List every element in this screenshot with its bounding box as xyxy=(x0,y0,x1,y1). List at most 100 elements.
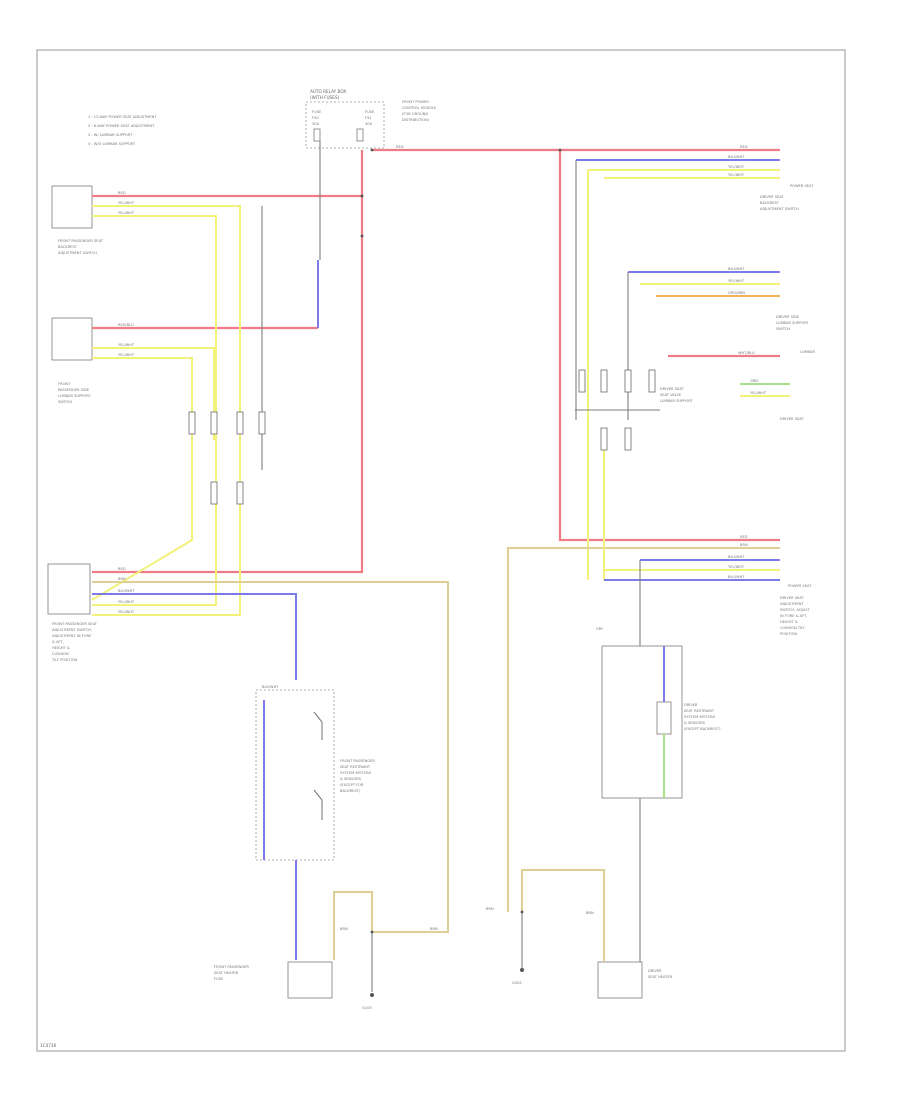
wire-red-main-left-vertical xyxy=(92,150,364,574)
heater-right: DRIVER SEAT HEATER xyxy=(597,961,673,999)
conn-right-1 xyxy=(578,369,586,393)
pass-seat-switch-l3: SWITCH, ADJUST xyxy=(780,608,811,612)
fuse-left xyxy=(313,128,321,142)
heater-right-l2: SEAT HEATER xyxy=(648,975,673,979)
wire-yellow-lumbar-1 xyxy=(92,347,215,440)
fuse-right-l1: FUSE xyxy=(365,110,375,114)
backrest-switch-left-l3: ADJUSTMENT SWITCH xyxy=(58,251,97,255)
seat-switch-left-body xyxy=(47,563,91,615)
ground-right-label: G205 xyxy=(512,981,522,985)
motor-switch-left-1 xyxy=(313,711,323,740)
diagram-code: 1C4736 xyxy=(40,1043,57,1048)
wire-yellow-bundle-2 xyxy=(92,215,217,606)
pass-seat-switch-l1: DRIVER SEAT xyxy=(780,596,804,600)
heater-left-l3: FUSE xyxy=(214,977,224,981)
wire-blue-seat-left xyxy=(92,593,297,680)
motor-group-left-l4: & SENSORS xyxy=(340,777,362,781)
motor-group-left-l3: SYSTEM MOTORS xyxy=(340,771,372,775)
fuse-right-l3: 30A xyxy=(365,122,373,126)
backrest-switch-left-body xyxy=(51,185,93,229)
right-top-tag-text: POWER SEAT xyxy=(790,184,814,188)
seat-switch-left: FRONT PASSENGER SEAT ADJUSTMENT SWITCH, … xyxy=(47,563,98,662)
heater-right-l1: DRIVER xyxy=(648,969,662,973)
lbl-blu-r2: BLU/WHT xyxy=(728,267,745,271)
term-5 xyxy=(370,930,374,934)
pass-lumbar-valve-l3: LUMBAR SUPPORT xyxy=(660,399,693,403)
lumbar-switch-left-l2: PASSENGER SIDE xyxy=(58,388,90,392)
lbl-yel-2: YEL/WHT xyxy=(118,211,135,215)
fuse-box-outline xyxy=(305,101,385,149)
lbl-yel-r1: YEL/WHT xyxy=(728,165,745,169)
legend-item-4: 4 : W/O LUMBAR SUPPORT xyxy=(88,142,136,146)
seat-switch-left-l2: ADJUSTMENT SWITCH, xyxy=(52,628,92,632)
wire-tan-right-main xyxy=(507,547,780,912)
pass-motor-l4: & SENSORS xyxy=(684,721,706,725)
motor-group-left-l6: BACKREST) xyxy=(340,789,361,793)
heater-left-body xyxy=(287,961,333,999)
diagram-frame xyxy=(36,49,846,1052)
pass-backrest-switch-l3: ADJUSTMENT SWITCH xyxy=(760,207,799,211)
pass-lumbar-valve-l2: SEAT VALVE xyxy=(660,393,682,397)
lbl-yel-r2: YEL/WHT xyxy=(728,173,745,177)
ground-right: G205 xyxy=(512,968,524,985)
lbl-yel-r3: YEL/WHT xyxy=(728,279,745,283)
lumbar-support-hdr: DRIVER SEAT xyxy=(780,417,804,421)
lbl-yel-1: YEL/WHT xyxy=(118,201,135,205)
pass-seat-switch-l4: IN FORE & AFT, xyxy=(780,614,807,618)
lbl-red-r2: RED xyxy=(740,535,748,539)
pass-seat-switch-l5: HEIGHT & xyxy=(780,620,798,624)
lbl-gry-1: GRY xyxy=(596,627,604,631)
pass-motor-l1: DRIVER xyxy=(684,703,698,707)
conn-right-3 xyxy=(624,369,632,393)
fuse-left-l2: F50 xyxy=(312,116,319,120)
pass-motor xyxy=(656,701,672,735)
right-bottom-tag: POWER SEAT xyxy=(788,584,812,588)
lbl-blk-1: BLK/WHT xyxy=(262,685,279,689)
fuse-box: AUTO RELAY BOX (WITH FUSES) FUSE F50 30A… xyxy=(305,89,437,149)
fuse-right-l2: F51 xyxy=(365,116,372,120)
wire-labels: RED YEL/WHT YEL/WHT RED/BLU YEL/WHT YEL/… xyxy=(118,145,767,931)
lbl-grn-r1: GRN xyxy=(750,379,758,383)
fuse-right xyxy=(356,128,364,142)
lbl-yel-4: YEL/WHT xyxy=(118,353,135,357)
right-mid-tag: LUMBAR xyxy=(800,350,815,354)
seat-switch-left-l5: HEIGHT & xyxy=(52,646,70,650)
fuse-note-l2: CONTROL MODULE xyxy=(402,106,437,110)
lbl-brn-1: BRN xyxy=(118,577,126,581)
backrest-switch-left-l2: BACKREST xyxy=(58,245,78,249)
conn-left-4 xyxy=(258,411,266,435)
lbl-blu-r1: BLU/WHT xyxy=(728,155,745,159)
pass-lumbar-l2: LUMBAR SUPPORT xyxy=(776,321,809,325)
fuse-box-title: AUTO RELAY BOX xyxy=(310,89,346,94)
inline-connectors-right xyxy=(575,369,660,451)
conn-left-3 xyxy=(236,411,244,435)
seat-switch-left-l3: ADJUSTMENT IN FORE xyxy=(52,634,92,638)
wire-tan-left-heater xyxy=(92,581,449,933)
pass-seat-switch-l7: POSITION xyxy=(780,632,797,636)
wire-red-right-trunk xyxy=(558,150,780,542)
right-top-tag: POWER SEAT DRIVER SEAT BACKREST ADJUSTME… xyxy=(760,184,814,211)
lbl-yel-r4: YEL/WHT xyxy=(750,391,767,395)
motor-group-left-outline xyxy=(255,689,335,861)
lbl-org-r1: ORG/BRN xyxy=(728,291,745,295)
legend-item-1: 1 : 12-WAY POWER SEAT ADJUSTMENT xyxy=(88,115,157,119)
pass-lumbar-valve: DRIVER SEAT SEAT VALVE LUMBAR SUPPORT DR… xyxy=(660,387,804,421)
lumbar-switch-left-l3: LUMBAR SUPPORT xyxy=(58,394,91,398)
legend-item-3: 3 : W/ LUMBAR SUPPORT xyxy=(88,133,133,137)
lumbar-switch-left: FRONT PASSENGER SIDE LUMBAR SUPPORT SWIT… xyxy=(51,317,93,404)
lumbar-switch-left-body xyxy=(51,317,93,361)
conn-right-5 xyxy=(600,427,608,451)
pass-lumbar-l1: DRIVER SIDE xyxy=(776,315,800,319)
lbl-brn-r1: BRN xyxy=(740,543,748,547)
wire-yellow-lumbar-2 xyxy=(91,357,193,601)
term-1 xyxy=(360,194,364,198)
lbl-redblu-1: RED/BLU xyxy=(118,323,134,327)
motor-group-left-l2: SEAT RESTRAINT xyxy=(340,765,371,769)
pass-lumbar: DRIVER SIDE LUMBAR SUPPORT SWITCH LUMBAR xyxy=(776,315,815,354)
conn-right-6 xyxy=(624,427,632,451)
lbl-blu-r4: BLU/WHT xyxy=(728,575,745,579)
pass-lumbar-valve-l1: DRIVER SEAT xyxy=(660,387,684,391)
term-3 xyxy=(558,148,562,152)
seat-switch-left-l6: CUSHION xyxy=(52,652,69,656)
